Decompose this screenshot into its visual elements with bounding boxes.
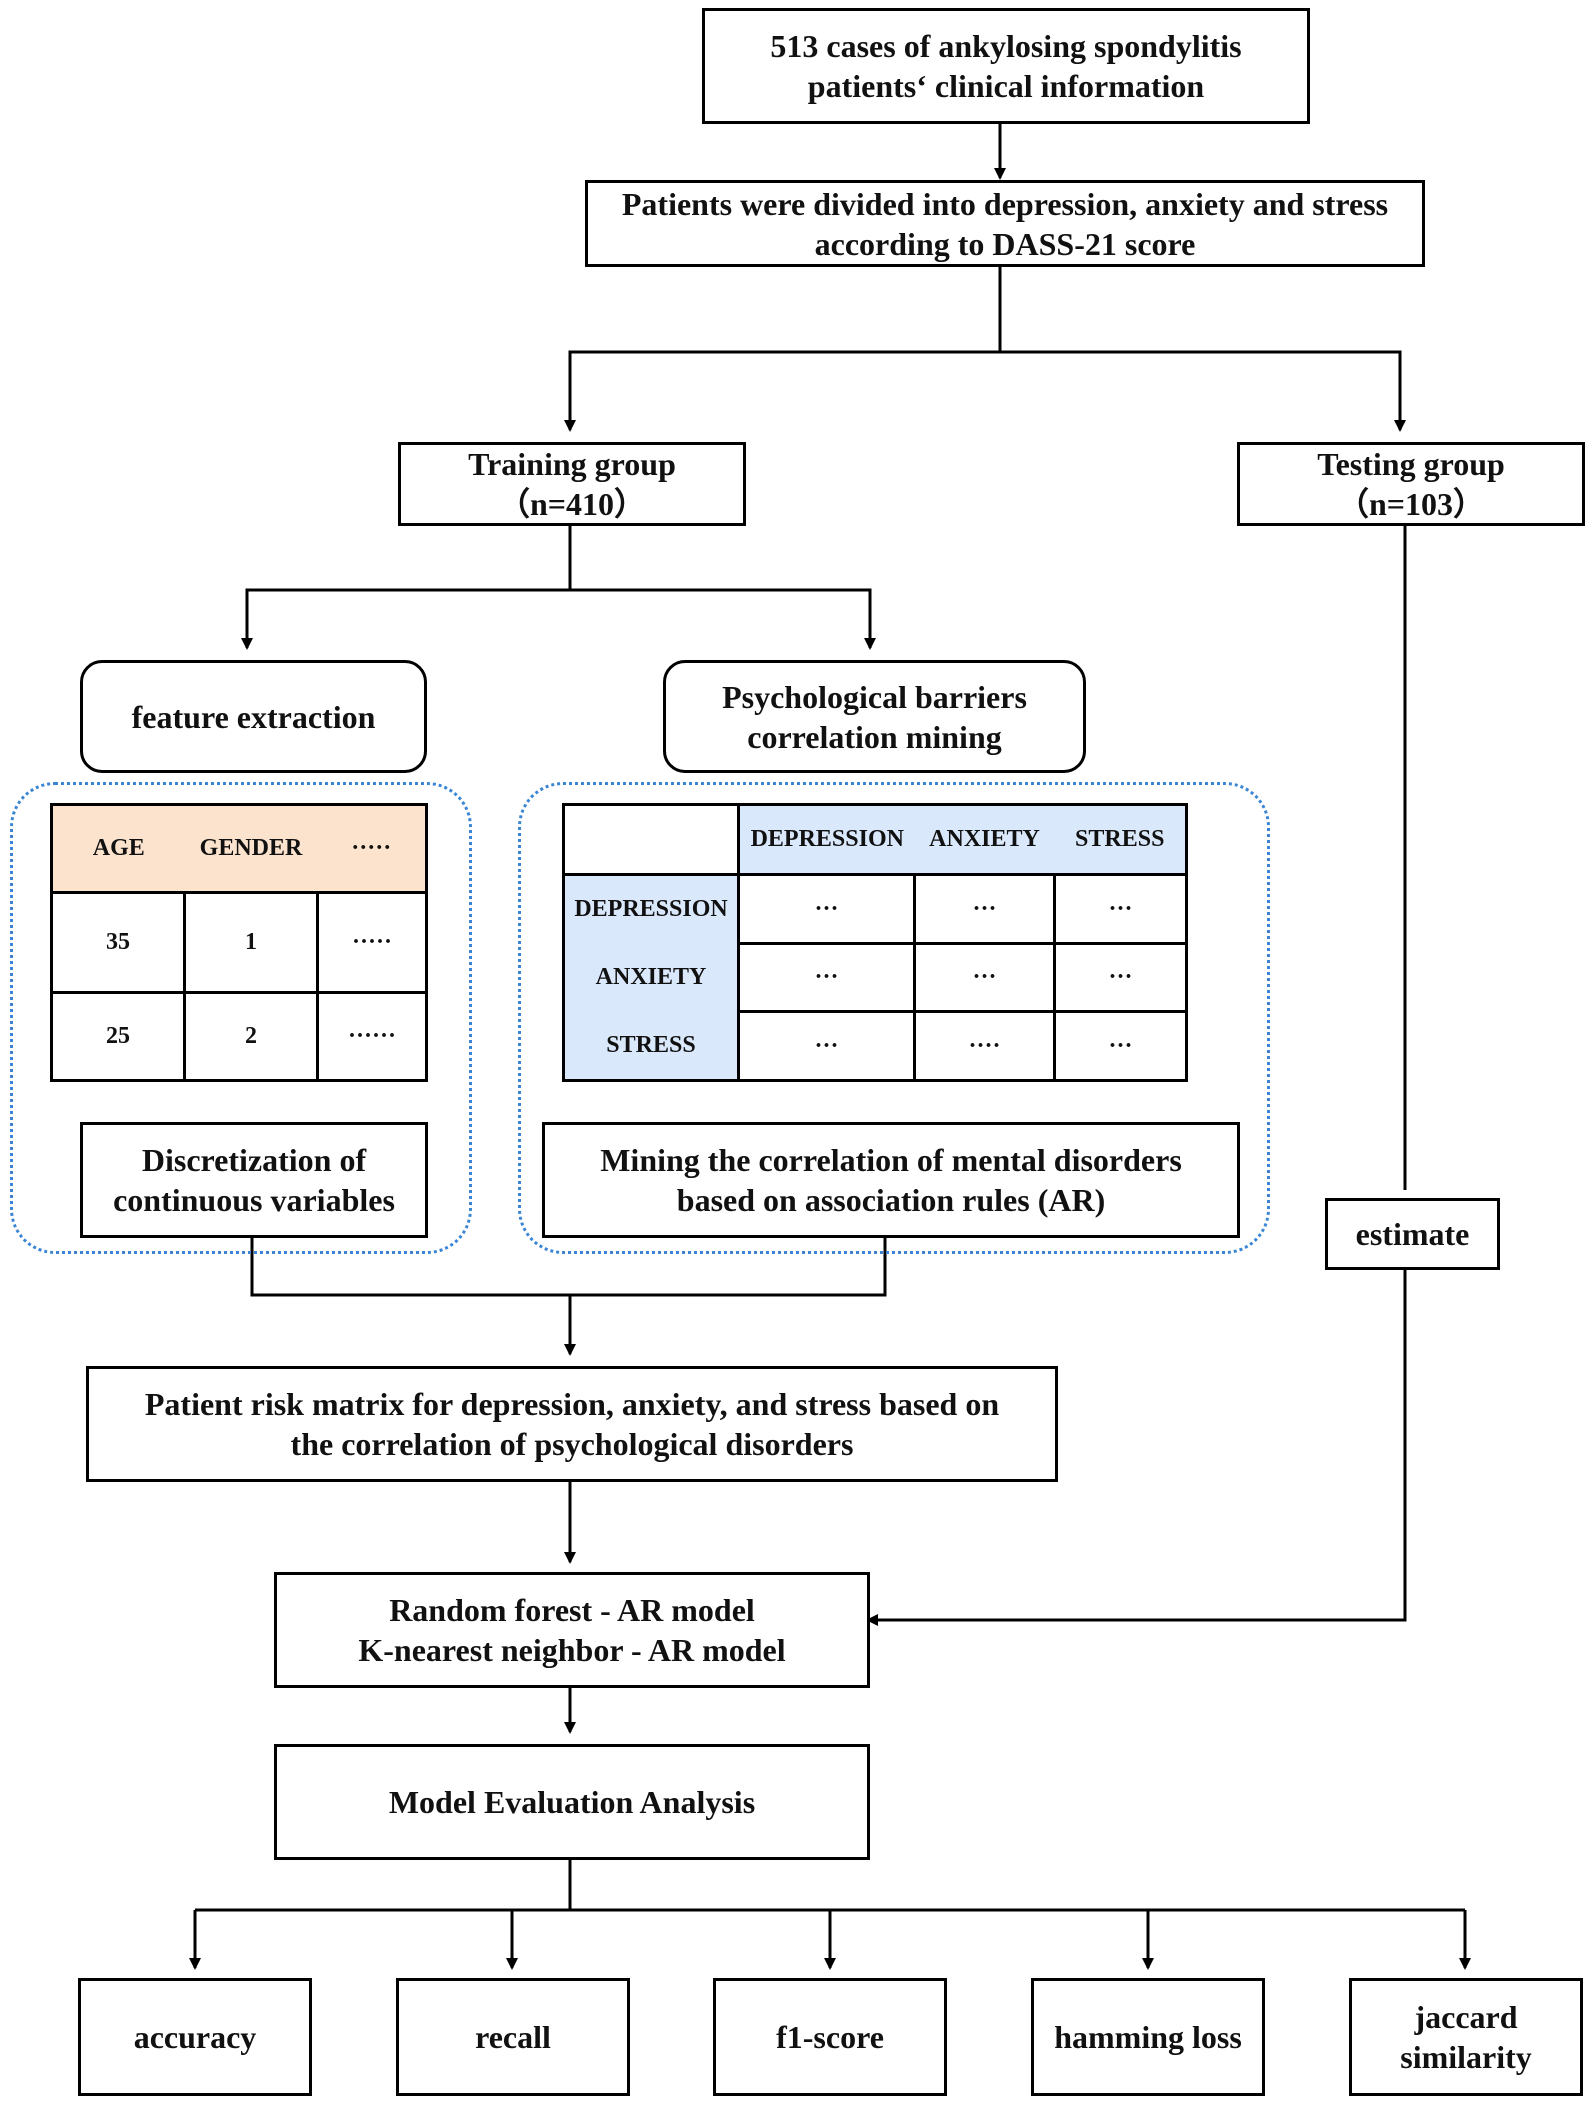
metric-f1-score: f1-score	[713, 1978, 947, 2096]
feature-node: feature extraction	[80, 660, 427, 773]
relation-row-label: DEPRESSION	[562, 873, 740, 944]
mining-node: Mining the correlation of mental disorde…	[542, 1122, 1240, 1238]
table-row: 25 2 ······	[50, 991, 428, 1082]
training-node: Training group （n=410）	[398, 442, 746, 526]
relation-cell: ···	[1053, 1010, 1188, 1082]
relation-row-label: STRESS	[562, 1011, 740, 1082]
feature-cell: 35	[50, 891, 186, 994]
risk-node-label: Patient risk matrix for depression, anxi…	[144, 1386, 1000, 1462]
start-node-label: 513 cases of ankylosing spondylitis pati…	[770, 28, 1242, 104]
feature-cell: ······	[316, 991, 428, 1082]
estimate-node-label: estimate	[1355, 1216, 1470, 1252]
feature-table-header: AGE GENDER ·····	[50, 803, 428, 894]
relation-corner-cell	[562, 803, 740, 876]
table-row: ANXIETY ··· ··· ···	[562, 942, 1188, 1013]
feature-cell: ·····	[316, 891, 428, 994]
metric-hamming-loss: hamming loss	[1031, 1978, 1265, 2096]
metric-label: recall	[475, 2019, 551, 2055]
relation-header-cell: DEPRESSION	[738, 803, 915, 876]
start-node: 513 cases of ankylosing spondylitis pati…	[702, 8, 1310, 124]
feature-node-label: feature extraction	[131, 698, 376, 735]
feature-header-cell: ·····	[317, 803, 428, 894]
connector-split-training	[564, 350, 1000, 432]
models-node-label: Random forest - AR model K-nearest neigh…	[358, 1592, 786, 1668]
relation-cell: ···	[1053, 873, 1188, 945]
relation-header-cell: STRESS	[1054, 803, 1188, 876]
metric-accuracy: accuracy	[78, 1978, 312, 2096]
feature-cell: 25	[50, 991, 186, 1082]
relation-cell: ···	[1053, 942, 1188, 1013]
discretize-node: Discretization of continuous variables	[80, 1122, 428, 1238]
table-row: STRESS ··· ···· ···	[562, 1010, 1188, 1082]
evaluation-node-label: Model Evaluation Analysis	[388, 1784, 756, 1820]
metric-label: hamming loss	[1054, 2019, 1242, 2055]
metric-label: accuracy	[133, 2019, 257, 2055]
feature-cell: 2	[183, 991, 319, 1082]
divide-node-label: Patients were divided into depression, a…	[621, 185, 1389, 262]
table-row: DEPRESSION ··· ··· ···	[562, 873, 1188, 945]
models-node: Random forest - AR model K-nearest neigh…	[274, 1572, 870, 1688]
discretize-node-label: Discretization of continuous variables	[113, 1142, 395, 1218]
relation-table: DEPRESSION ANXIETY STRESS DEPRESSION ···…	[562, 803, 1188, 1082]
psych-node-label: Psychological barriers correlation minin…	[722, 678, 1027, 755]
psych-node: Psychological barriers correlation minin…	[663, 660, 1086, 773]
connector-estimate-models	[866, 1262, 1407, 1626]
relation-header-cell: ANXIETY	[914, 803, 1055, 876]
relation-row-label: ANXIETY	[562, 943, 740, 1012]
feature-cell: 1	[183, 891, 319, 994]
table-row: 35 1 ·····	[50, 891, 428, 994]
relation-table-header: DEPRESSION ANXIETY STRESS	[562, 803, 1188, 876]
metric-label: f1-score	[776, 2019, 884, 2055]
metric-jaccard-similarity: jaccard similarity	[1349, 1978, 1583, 2096]
testing-node-label: Testing group （n=103）	[1317, 446, 1505, 522]
risk-node: Patient risk matrix for depression, anxi…	[86, 1366, 1058, 1482]
testing-node: Testing group （n=103）	[1237, 442, 1585, 526]
feature-header-cell: GENDER	[184, 803, 318, 894]
relation-cell: ····	[913, 1010, 1056, 1082]
relation-cell: ···	[913, 873, 1056, 945]
estimate-node: estimate	[1325, 1198, 1500, 1270]
connector-split-feature	[241, 588, 570, 650]
relation-cell: ···	[737, 1010, 916, 1082]
relation-cell: ···	[737, 873, 916, 945]
evaluation-node: Model Evaluation Analysis	[274, 1744, 870, 1860]
divide-node: Patients were divided into depression, a…	[585, 180, 1425, 267]
metric-label: jaccard similarity	[1400, 1999, 1532, 2075]
training-node-label: Training group （n=410）	[468, 446, 676, 522]
feature-group-container	[10, 782, 472, 1254]
psych-group-container	[518, 782, 1270, 1254]
connector-split-testing	[1000, 350, 1406, 432]
metric-recall: recall	[396, 1978, 630, 2096]
feature-table: AGE GENDER ····· 35 1 ····· 25 2 ······	[50, 803, 428, 1082]
relation-cell: ···	[737, 942, 916, 1013]
mining-node-label: Mining the correlation of mental disorde…	[600, 1142, 1182, 1218]
feature-header-cell: AGE	[50, 803, 185, 894]
relation-cell: ···	[913, 942, 1056, 1013]
connector-split-psych	[570, 588, 876, 650]
